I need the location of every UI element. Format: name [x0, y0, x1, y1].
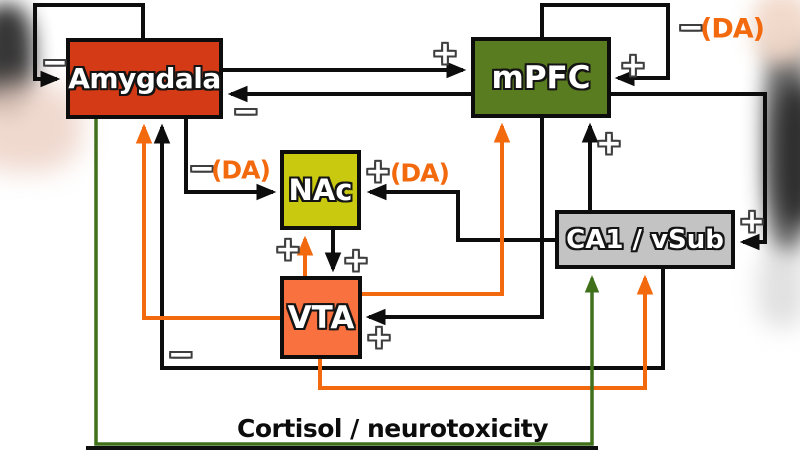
sign-mpfc-to-vta: +: [366, 319, 392, 356]
sign-mpfc-to-ca1: +: [739, 203, 765, 240]
sign-ca1-to-mpfc: +: [596, 125, 622, 162]
video-letterbox-bar: [86, 446, 598, 450]
node-nac: NAc: [280, 150, 361, 230]
edge-mpfc-self-loop: [540, 3, 670, 87]
edge-ca1-to-nac: [366, 183, 557, 242]
video-blur-top-right: [752, 0, 800, 64]
sign-nac-to-vta: +: [343, 242, 369, 279]
sign-ca1-to-nac: +: [365, 153, 391, 190]
video-blur-right-dark: [776, 85, 800, 225]
da-label-amygdala-to-nac: (DA): [211, 155, 271, 185]
node-vta: VTA: [280, 276, 362, 359]
node-amygdala-label: Amygdala: [68, 62, 221, 95]
edge-vta-to-amygdala-dopamine: [135, 123, 281, 320]
edge-amygdala-to-ca1-cortisol: [94, 118, 600, 446]
sign-amygdala-to-nac: −: [189, 150, 215, 187]
edge-amygdala-self-loop: [33, 3, 145, 88]
sign-amygdala-self: −: [42, 44, 68, 81]
sign-amygdala-to-mpfc: +: [432, 35, 458, 72]
sign-mpfc-to-amygdala: −: [233, 93, 259, 130]
da-label-top-right: (DA): [700, 13, 765, 45]
edge-vta-to-ca1-dopamine: [318, 274, 654, 390]
sign-mpfc-self-da: −: [678, 9, 704, 46]
edge-vta-to-mpfc-dopamine: [361, 122, 511, 296]
cortisol-caption: Cortisol / neurotoxicity: [236, 414, 549, 443]
node-ca1-vsub: CA1 / vSub: [555, 210, 735, 269]
edge-mpfc-to-ca1: [609, 92, 767, 251]
node-ca1-vsub-label: CA1 / vSub: [566, 224, 724, 255]
node-nac-label: NAc: [288, 173, 353, 207]
sign-vta-to-nac: +: [275, 231, 301, 268]
sign-mpfc-self: +: [620, 47, 646, 84]
node-mpfc: mPFC: [471, 37, 611, 118]
node-amygdala: Amygdala: [66, 38, 223, 119]
edge-amygdala-to-nac: [184, 117, 277, 201]
video-blur-right-lower: [758, 248, 800, 328]
edge-ca1-to-amygdala: [153, 123, 665, 370]
node-mpfc-label: mPFC: [491, 59, 591, 96]
node-vta-label: VTA: [287, 299, 355, 336]
da-label-ca1-to-nac: (DA): [390, 158, 450, 188]
edge-mpfc-to-vta: [365, 117, 544, 326]
sign-ca1-to-amygdala: −: [168, 336, 194, 373]
